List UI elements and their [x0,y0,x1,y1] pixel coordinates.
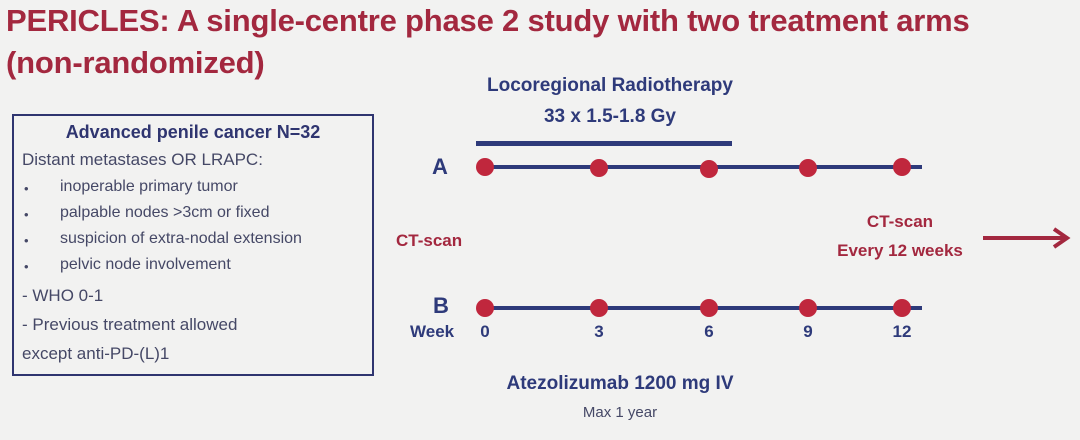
criteria-exception: except anti-PD-(L)1 [22,344,170,363]
bullet-icon: • [24,233,29,248]
criteria-subheading: Distant metastases OR LRAPC: [22,150,263,169]
arm-b-label: B [433,293,449,318]
slide-title: PERICLES: A single-centre phase 2 study … [6,0,1076,84]
arm-a-dot-week-6 [700,160,718,178]
title-line-2: (non-randomized) [6,45,265,80]
arm-a-dot-week-3 [590,159,608,177]
week-tick: 6 [704,322,714,341]
baseline-ct-scan: CT-scan [396,231,463,250]
bullet-icon: • [24,181,29,196]
criteria-previous-treatment: - Previous treatment allowed [22,315,238,334]
arm-a-dot-week-0 [476,158,494,176]
bullet-icon: • [24,259,29,274]
followup-ct-scan: CT-scan [866,212,934,231]
drug-duration: Max 1 year [582,404,658,421]
criteria-bullet: pelvic node involvement [60,256,231,273]
title-line-1: PERICLES: A single-centre phase 2 study … [6,3,970,38]
criteria-bullet: inoperable primary tumor [60,178,238,195]
eligibility-criteria-box: Advanced penile cancer N=32 Distant meta… [12,114,374,376]
cohort-heading: Advanced penile cancer N=32 [65,122,321,142]
arm-a-dot-week-9 [799,159,817,177]
arm-b-dot-week-9 [799,299,817,317]
arm-b-dot-week-0 [476,299,494,317]
arm-a-dot-week-12 [893,158,911,176]
week-tick: 12 [892,322,912,341]
arm-a-label: A [432,154,448,179]
arrow-right-icon [983,227,1071,249]
week-axis-label: Week [410,322,455,341]
bullet-icon: • [24,207,29,222]
arm-b-dot-week-3 [590,299,608,317]
arm-b-dot-week-12 [893,299,911,317]
followup-ct-interval: Every 12 weeks [837,241,963,260]
week-tick: 3 [594,322,604,341]
criteria-who: - WHO 0-1 [22,286,104,305]
radiotherapy-duration-bar [476,141,732,146]
week-tick: 9 [803,322,813,341]
arm-b-dot-week-6 [700,299,718,317]
criteria-bullet: suspicion of extra-nodal extension [60,230,302,247]
week-tick: 0 [480,322,490,341]
radiotherapy-dose: 33 x 1.5-1.8 Gy [543,106,677,127]
radiotherapy-label: Locoregional Radiotherapy [487,75,733,96]
drug-name: Atezolizumab 1200 mg IV [506,373,734,394]
criteria-bullet: palpable nodes >3cm or fixed [60,204,270,221]
